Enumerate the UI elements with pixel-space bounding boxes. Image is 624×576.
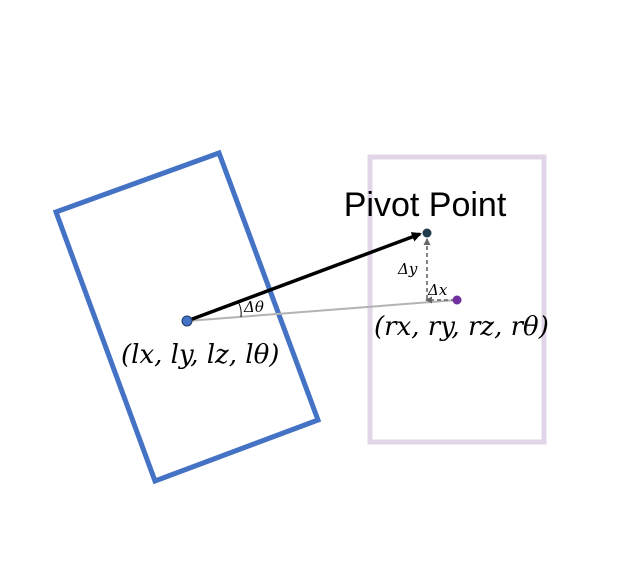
reference-line [186, 299, 458, 322]
pivot-point-dot [422, 228, 432, 238]
left-pose-box [52, 149, 322, 485]
left-center-dot [181, 315, 193, 327]
left-pose-label: (lx, ly, lz, lθ) [121, 340, 279, 370]
pivot-vector-arrow [186, 232, 422, 323]
right-point-dot [452, 295, 462, 305]
delta-y-label: Δy [397, 260, 418, 278]
right-pose-label: (rx, ry, rz, rθ) [374, 312, 549, 342]
delta-x-label: Δx [427, 281, 448, 299]
pivot-point-title: Pivot Point [344, 186, 507, 224]
delta-theta-label: Δθ [243, 298, 264, 316]
right-pose-box [367, 154, 547, 445]
delta-theta-arc [237, 301, 242, 318]
